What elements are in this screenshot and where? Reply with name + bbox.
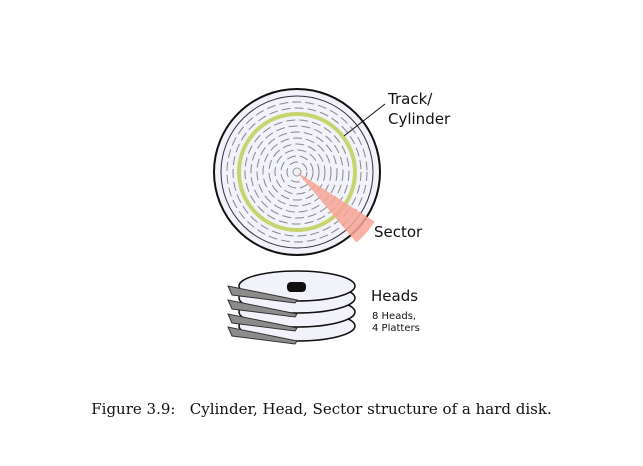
label-heads-count: 8 Heads, (372, 311, 416, 322)
head-arm (227, 299, 298, 318)
platter-stack (227, 270, 356, 345)
head-arms (227, 285, 298, 345)
track-rings (226, 101, 368, 243)
head-arm (227, 285, 298, 304)
sector-wedge (297, 172, 375, 243)
label-cylinder: Cylinder (388, 110, 451, 128)
figure-caption: Figure 3.9: Cylinder, Head, Sector struc… (0, 400, 643, 418)
label-heads: Heads (371, 287, 418, 305)
caption-text: Cylinder, Head, Sector structure of a ha… (189, 400, 552, 418)
figure-number: Figure 3.9: (91, 400, 176, 418)
head-arm (227, 326, 298, 345)
platter-top-view (213, 88, 386, 256)
spindle (287, 282, 306, 292)
label-track: Track/ (387, 90, 433, 108)
highlighted-cylinder-track (237, 112, 357, 232)
head-arm (227, 313, 298, 332)
label-sector: Sector (374, 223, 423, 241)
track-pointer-line (343, 103, 386, 137)
label-platters-count: 4 Platters (372, 323, 420, 334)
